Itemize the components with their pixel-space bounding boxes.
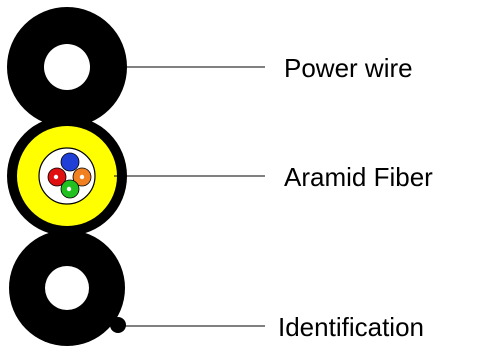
- loose-tube: [38, 147, 96, 205]
- fiber-core-green: [66, 186, 72, 192]
- label-identification: Identification: [278, 312, 424, 342]
- identification-wire: [9, 230, 126, 346]
- power-wire: [7, 7, 127, 127]
- optical-unit: [7, 116, 127, 236]
- label-aramid-fiber: Aramid Fiber: [284, 162, 433, 192]
- fiber-blue: [60, 152, 80, 172]
- label-power-wire: Power wire: [284, 53, 413, 83]
- identification-wire-core: [45, 266, 89, 310]
- fiber-core-red: [53, 174, 59, 180]
- identification-ridge: [110, 317, 126, 333]
- fiber-core-orange: [79, 174, 85, 180]
- power-wire-core: [44, 44, 90, 90]
